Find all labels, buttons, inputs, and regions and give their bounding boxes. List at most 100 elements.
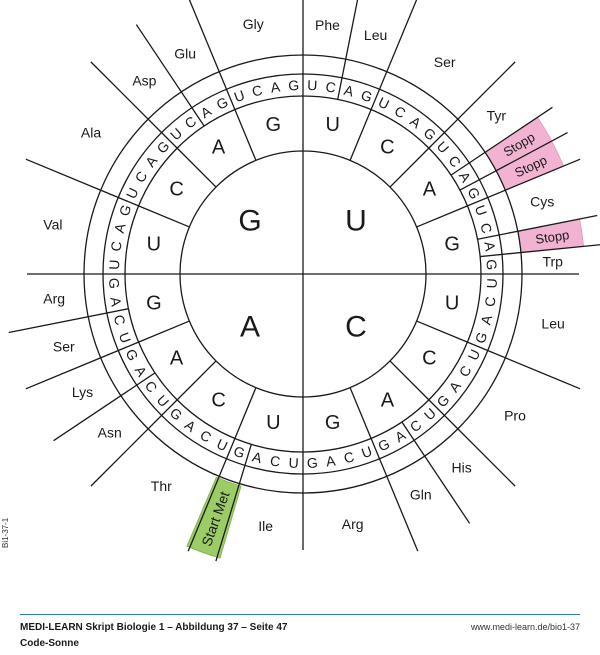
second-base-label: C [211,389,225,411]
second-base-divider [389,360,430,401]
third-base-label: G [288,77,300,94]
first-base-label: A [240,311,260,344]
third-base-label: C [456,363,475,380]
amino-acid-label: Arg [342,516,364,532]
third-base-label: A [182,417,200,436]
amino-acid-divider [428,61,516,149]
third-base-label: G [214,94,231,113]
third-base-label: U [214,436,230,455]
first-base-label: U [345,205,367,238]
second-base-divider [234,109,257,161]
amino-acid-divider [25,158,139,207]
third-base-label: A [251,448,265,466]
amino-acid-label: Ser [53,339,75,355]
amino-acid-divider [467,341,581,390]
amino-acid-label: Pro [504,408,526,424]
second-base-label: U [147,233,161,255]
footer-caption: MEDI-LEARN Skript Biologie 1 – Abbildung… [20,622,288,633]
third-base-label: U [465,347,484,363]
third-base-label: C [481,296,498,308]
third-base-label: U [106,259,122,270]
second-base-divider [138,205,190,228]
second-base-divider [176,360,217,401]
third-base-label: G [359,87,375,106]
third-base-label: A [407,113,425,132]
third-base-label: G [472,330,491,346]
second-base-label: A [381,389,395,411]
third-base-label: A [342,82,356,100]
second-base-label: G [146,293,162,315]
amino-acid-label: Tyr [487,107,507,123]
second-base-divider [416,320,468,343]
amino-acid-label: Phe [315,17,340,33]
first-base-label: C [345,311,367,344]
third-base-label: U [359,443,374,461]
third-base-label: C [131,168,150,185]
amino-acid-divider [428,399,516,487]
third-base-label: C [269,452,281,469]
third-base-label: C [250,82,264,100]
amino-acid-divider [459,132,568,191]
third-base-label: G [116,202,135,218]
third-base-label: A [107,296,124,308]
amino-acid-label: Glu [174,46,196,62]
second-base-divider [416,205,468,228]
amino-acid-label: Asp [132,73,156,89]
second-base-label: U [445,293,459,315]
third-base-label: A [481,241,498,253]
amino-acid-divider [90,399,178,487]
amino-acid-divider [90,61,178,149]
amino-acid-divider [25,341,139,390]
second-base-label: A [212,137,226,159]
amino-acid-divider [467,158,581,207]
amino-acid-divider [450,106,553,176]
second-base-label: C [380,137,394,159]
amino-acid-label: Leu [364,27,387,43]
stop-highlights [484,116,585,253]
second-base-label: A [170,347,184,369]
amino-acid-divider [215,444,252,562]
third-base-label: U [288,455,299,471]
third-base-label: G [375,435,392,454]
amino-acid-label: His [451,459,471,475]
amino-acid-label: Val [43,216,62,232]
amino-acid-divider [370,0,418,110]
second-base-label: A [423,179,437,201]
third-base-label: U [484,278,500,289]
amino-acid-label: Lys [72,384,93,400]
third-base-label: C [197,427,214,446]
amino-acid-label: Thr [151,478,172,494]
footer-subtitle: Code-Sonne [20,638,79,649]
third-base-label: C [342,448,356,466]
third-base-label: A [325,452,337,469]
third-base-label: G [231,443,247,462]
amino-acid-divider [477,214,598,240]
second-base-divider [138,320,190,343]
figure-code: Bi1-37-1 [1,517,10,548]
amino-acid-label: Ala [81,124,101,140]
third-base-label: C [111,313,129,327]
third-base-label: U [472,203,490,218]
second-base-label: C [169,179,183,201]
third-base-label: C [477,221,495,235]
third-base-label: A [446,378,465,396]
third-base-label: C [392,102,409,121]
third-base-label: U [232,87,247,105]
second-base-label: U [266,412,280,434]
third-base-label: U [376,94,392,113]
first-base-labels: U C A G [238,205,367,344]
second-base-label: C [422,347,436,369]
third-base-label: A [198,102,215,121]
amino-acid-label: Ser [434,54,456,70]
amino-acid-label: Asn [98,425,122,441]
amino-acid-label: Cys [530,193,554,209]
amino-acid-label: Leu [541,316,564,332]
amino-acid-divider [401,421,471,524]
second-base-divider [389,147,430,188]
third-base-label: U [123,185,142,201]
dividers [8,0,600,562]
first-base-label: G [238,205,261,238]
second-base-label: U [325,114,339,136]
